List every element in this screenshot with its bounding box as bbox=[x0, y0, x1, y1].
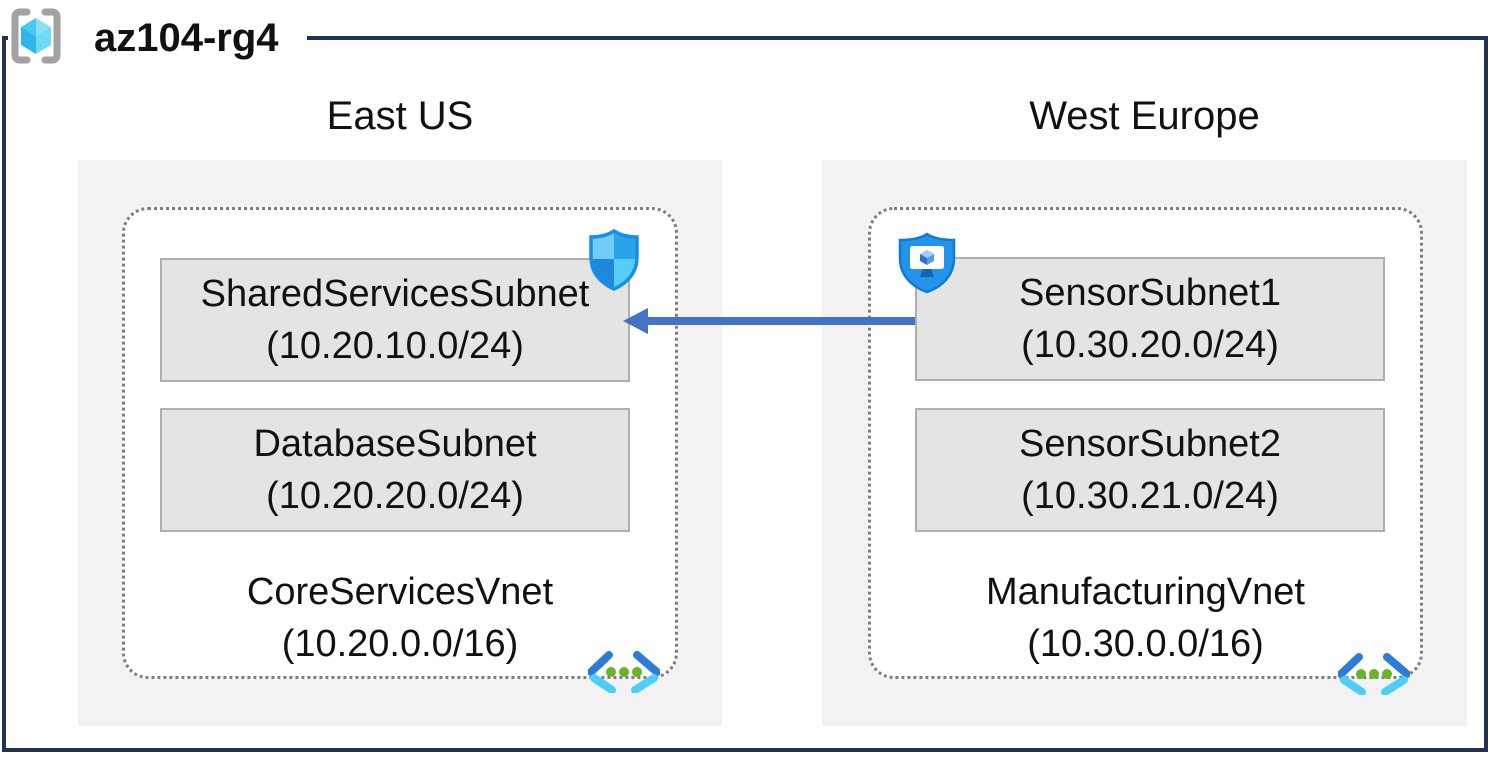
resource-group-frame bbox=[2, 36, 1488, 752]
subnet-name: DatabaseSubnet bbox=[253, 423, 537, 465]
subnet-name: SensorSubnet1 bbox=[1019, 272, 1281, 314]
subnet-cidr: (10.30.21.0/24) bbox=[1021, 475, 1279, 517]
subnet-cidr: (10.20.20.0/24) bbox=[266, 475, 524, 517]
vnet-label-manufacturing: ManufacturingVnet (10.30.0.0/16) bbox=[868, 566, 1423, 670]
vnet-name: ManufacturingVnet bbox=[986, 571, 1305, 613]
nsg-shield-icon bbox=[586, 228, 642, 292]
subnet-database: DatabaseSubnet (10.20.20.0/24) bbox=[160, 408, 630, 532]
virtual-network-icon bbox=[587, 651, 661, 694]
region-label-west-europe: West Europe bbox=[1029, 93, 1260, 138]
peering-arrow bbox=[618, 299, 920, 343]
bastion-shield-icon bbox=[896, 232, 958, 294]
virtual-network-icon bbox=[1337, 653, 1411, 696]
subnet-cidr: (10.20.10.0/24) bbox=[266, 325, 524, 367]
resource-group-header: az104-rg4 bbox=[8, 8, 307, 68]
resource-group-title: az104-rg4 bbox=[94, 15, 279, 60]
region-label-east-us: East US bbox=[326, 93, 474, 138]
resource-group-icon bbox=[8, 7, 64, 70]
subnet-name: SharedServicesSubnet bbox=[200, 273, 590, 315]
vnet-label-coreservices: CoreServicesVnet (10.20.0.0/16) bbox=[122, 566, 678, 670]
subnet-sensor1: SensorSubnet1 (10.30.20.0/24) bbox=[915, 257, 1385, 381]
vnet-cidr: (10.20.0.0/16) bbox=[281, 623, 519, 665]
vnet-name: CoreServicesVnet bbox=[246, 571, 554, 613]
vnet-cidr: (10.30.0.0/16) bbox=[1027, 623, 1264, 665]
subnet-sharedservices: SharedServicesSubnet (10.20.10.0/24) bbox=[160, 258, 630, 382]
subnet-cidr: (10.30.20.0/24) bbox=[1021, 324, 1279, 366]
subnet-sensor2: SensorSubnet2 (10.30.21.0/24) bbox=[915, 408, 1385, 532]
subnet-name: SensorSubnet2 bbox=[1019, 423, 1281, 465]
